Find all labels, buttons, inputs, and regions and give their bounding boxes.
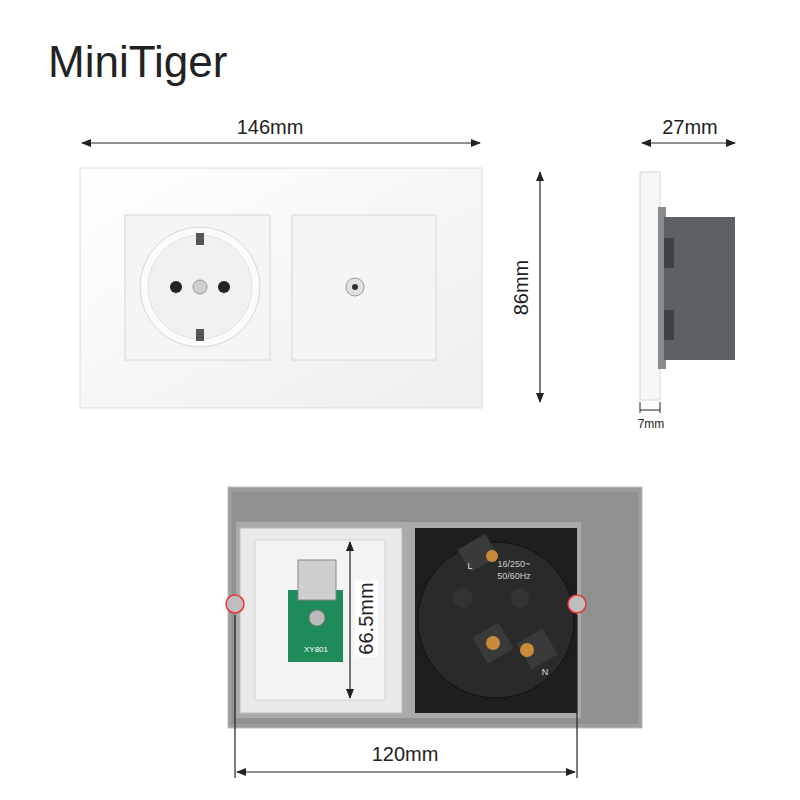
dimension-label: 66.5mm bbox=[355, 580, 378, 656]
dimension-label: 146mm bbox=[237, 116, 304, 139]
dimension-label: 27mm bbox=[662, 116, 718, 139]
rating-text: 16/250~ bbox=[498, 559, 531, 569]
terminal-mark: N bbox=[542, 667, 549, 677]
terminal-mark: L bbox=[467, 561, 472, 571]
dimension-label: 86mm bbox=[510, 259, 533, 315]
brand-title: MiniTiger bbox=[48, 37, 227, 88]
part-code: XY801 bbox=[304, 645, 328, 654]
dimension-label: 120mm bbox=[372, 743, 439, 766]
rating-text: 50/60Hz bbox=[497, 571, 531, 581]
dimension-label: 7mm bbox=[638, 418, 665, 432]
